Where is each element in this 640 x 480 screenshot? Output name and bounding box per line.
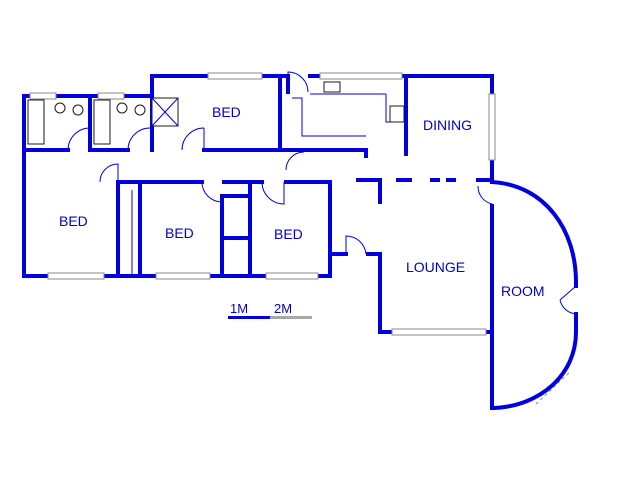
scale-label-2m: 2M	[274, 301, 292, 316]
scale-bar-light	[270, 316, 312, 319]
door-hall	[345, 235, 367, 255]
window-bath-left	[29, 92, 57, 100]
wall-room-arc-bottom	[491, 312, 578, 411]
door-passage-b	[285, 151, 305, 171]
door-bath-left	[67, 127, 91, 151]
window-bedright	[265, 272, 319, 280]
wall-room-arc	[489, 179, 579, 285]
doors	[67, 71, 577, 315]
shower-cross	[151, 97, 179, 127]
basin-right	[134, 104, 146, 116]
door-passage	[181, 127, 205, 151]
label-bed-top: BED	[212, 104, 241, 120]
bath-right	[93, 99, 111, 145]
wall-closet	[220, 194, 252, 240]
window-kitchen	[319, 72, 403, 80]
label-lounge: LOUNGE	[406, 259, 465, 275]
label-dining: DINING	[423, 117, 472, 133]
room-labels: BED DINING BED BED BED LOUNGE ROOM	[59, 104, 545, 299]
windows	[29, 72, 571, 405]
wall-lounge-left-b	[366, 252, 382, 334]
window-room-arc	[535, 371, 571, 405]
stove	[389, 105, 405, 123]
door-bath-mid	[127, 127, 151, 151]
window-bedmid	[155, 272, 211, 280]
scale-bar-dark	[228, 316, 270, 319]
wall-passage-top	[278, 148, 368, 158]
window-bedtop	[207, 72, 263, 80]
toilet-left	[54, 102, 66, 114]
label-bed-right: BED	[274, 226, 303, 242]
door-kitchen	[287, 71, 309, 93]
window-bedleft	[47, 272, 105, 280]
door-bedleft	[99, 163, 119, 183]
window-dining	[488, 93, 496, 161]
door-bedmid	[201, 181, 223, 203]
door-bedright	[261, 181, 285, 205]
label-room: ROOM	[501, 283, 545, 299]
kitchen-counter	[292, 93, 406, 137]
basin-left	[72, 104, 84, 116]
label-bed-left: BED	[59, 213, 88, 229]
window-bath-right	[97, 92, 125, 100]
scale-label-1m: 1M	[230, 301, 248, 316]
bath-left	[27, 99, 45, 145]
fixtures	[27, 81, 406, 276]
door-room	[477, 185, 493, 205]
scale-bar: 1M 2M	[228, 301, 312, 319]
window-lounge	[391, 328, 487, 336]
door-room-right	[559, 285, 577, 315]
label-bed-mid: BED	[165, 225, 194, 241]
toilet-right	[116, 102, 128, 114]
kitchen-sink	[323, 81, 341, 93]
